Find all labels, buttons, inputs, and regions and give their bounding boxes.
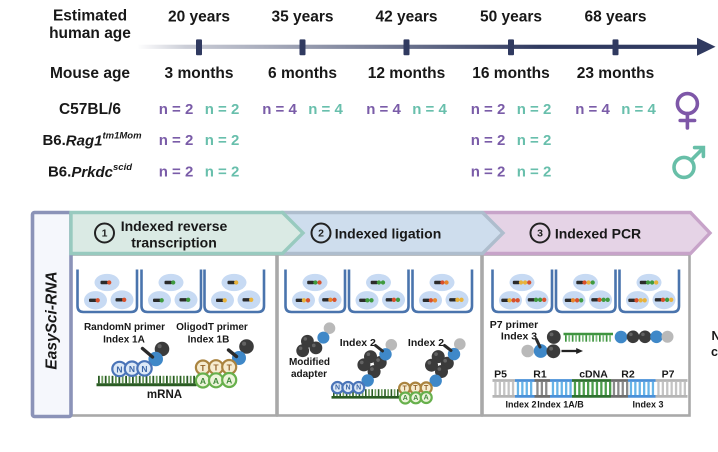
svg-text:Indexed ligation: Indexed ligation	[335, 225, 442, 241]
svg-text:n = 4: n = 4	[621, 101, 656, 118]
svg-text:N: N	[116, 365, 122, 375]
svg-text:mRNA: mRNA	[147, 389, 182, 401]
svg-text:N: N	[356, 385, 361, 392]
svg-text:Index 1A: Index 1A	[103, 334, 145, 345]
svg-text:n = 4: n = 4	[262, 101, 297, 118]
svg-text:1: 1	[102, 228, 108, 240]
svg-text:Index 2: Index 2	[408, 337, 444, 349]
svg-text:20 years: 20 years	[168, 9, 230, 26]
svg-text:n = 2: n = 2	[471, 132, 506, 149]
svg-text:2: 2	[318, 228, 324, 240]
svg-text:B6.Prkdcscid: B6.Prkdcscid	[48, 162, 132, 181]
svg-text:Indexed reverse: Indexed reverse	[121, 218, 228, 234]
svg-text:N: N	[345, 385, 350, 392]
svg-text:n = 2: n = 2	[205, 132, 240, 149]
svg-text:A: A	[413, 395, 418, 402]
svg-text:N: N	[335, 385, 340, 392]
svg-text:N: N	[712, 329, 718, 343]
svg-text:A: A	[200, 376, 206, 386]
svg-text:Estimated: Estimated	[53, 8, 127, 25]
svg-text:N: N	[141, 364, 147, 374]
svg-text:Indexed PCR: Indexed PCR	[555, 225, 641, 241]
svg-text:n = 4: n = 4	[366, 101, 401, 118]
svg-text:n = 4: n = 4	[412, 101, 447, 118]
svg-text:transcription: transcription	[131, 235, 217, 251]
svg-text:n = 2: n = 2	[517, 101, 552, 118]
svg-text:42 years: 42 years	[375, 9, 437, 26]
svg-text:Index 1B: Index 1B	[188, 334, 230, 345]
svg-text:3 months: 3 months	[165, 65, 234, 82]
svg-text:R1: R1	[533, 368, 547, 380]
svg-text:P7: P7	[662, 368, 675, 380]
svg-text:C57BL/6: C57BL/6	[59, 101, 121, 118]
svg-text:n = 2: n = 2	[159, 132, 194, 149]
svg-text:P5: P5	[494, 368, 507, 380]
svg-text:n = 4: n = 4	[575, 101, 610, 118]
svg-text:n = 2: n = 2	[205, 101, 240, 118]
svg-text:T: T	[227, 363, 233, 373]
svg-text:n = 2: n = 2	[471, 164, 506, 181]
svg-text:23 months: 23 months	[577, 65, 655, 82]
svg-text:n = 2: n = 2	[205, 164, 240, 181]
svg-text:3: 3	[537, 228, 543, 240]
svg-text:P7 primer: P7 primer	[490, 319, 538, 331]
svg-text:N: N	[129, 364, 135, 374]
svg-text:R2: R2	[621, 368, 635, 380]
svg-text:Index 3: Index 3	[501, 330, 537, 342]
svg-text:50 years: 50 years	[480, 9, 542, 26]
svg-text:Modified: Modified	[289, 357, 330, 368]
svg-text:Index 2: Index 2	[340, 337, 376, 349]
svg-text:n = 2: n = 2	[159, 101, 194, 118]
svg-text:T: T	[424, 385, 429, 392]
svg-text:Mouse age: Mouse age	[50, 65, 130, 82]
svg-text:16 months: 16 months	[472, 65, 550, 82]
svg-text:68 years: 68 years	[584, 9, 646, 26]
svg-text:6 months: 6 months	[268, 65, 337, 82]
svg-text:n = 2: n = 2	[471, 101, 506, 118]
svg-text:OligodT primer: OligodT primer	[176, 322, 248, 333]
svg-text:human age: human age	[49, 25, 131, 42]
svg-text:cDNA: cDNA	[579, 368, 608, 380]
svg-text:35 years: 35 years	[271, 9, 333, 26]
svg-text:T: T	[213, 363, 219, 373]
svg-text:adapter: adapter	[291, 369, 327, 380]
svg-text:Index 3: Index 3	[632, 399, 663, 409]
svg-text:A: A	[424, 395, 429, 402]
svg-text:T: T	[413, 385, 418, 392]
svg-text:Index 1A/B: Index 1A/B	[537, 399, 584, 409]
svg-text:c: c	[711, 345, 718, 359]
svg-text:A: A	[213, 376, 219, 386]
svg-text:n = 4: n = 4	[308, 101, 343, 118]
svg-text:Index 2: Index 2	[505, 399, 536, 409]
svg-text:T: T	[402, 385, 407, 392]
svg-text:T: T	[200, 363, 206, 373]
svg-text:EasySci-RNA: EasySci-RNA	[44, 271, 61, 369]
svg-text:n = 2: n = 2	[159, 164, 194, 181]
svg-text:A: A	[226, 376, 232, 386]
svg-text:RandomN primer: RandomN primer	[84, 322, 165, 333]
svg-text:n = 2: n = 2	[517, 164, 552, 181]
svg-text:n = 2: n = 2	[517, 132, 552, 149]
svg-text:12 months: 12 months	[368, 65, 446, 82]
svg-text:A: A	[403, 395, 408, 402]
